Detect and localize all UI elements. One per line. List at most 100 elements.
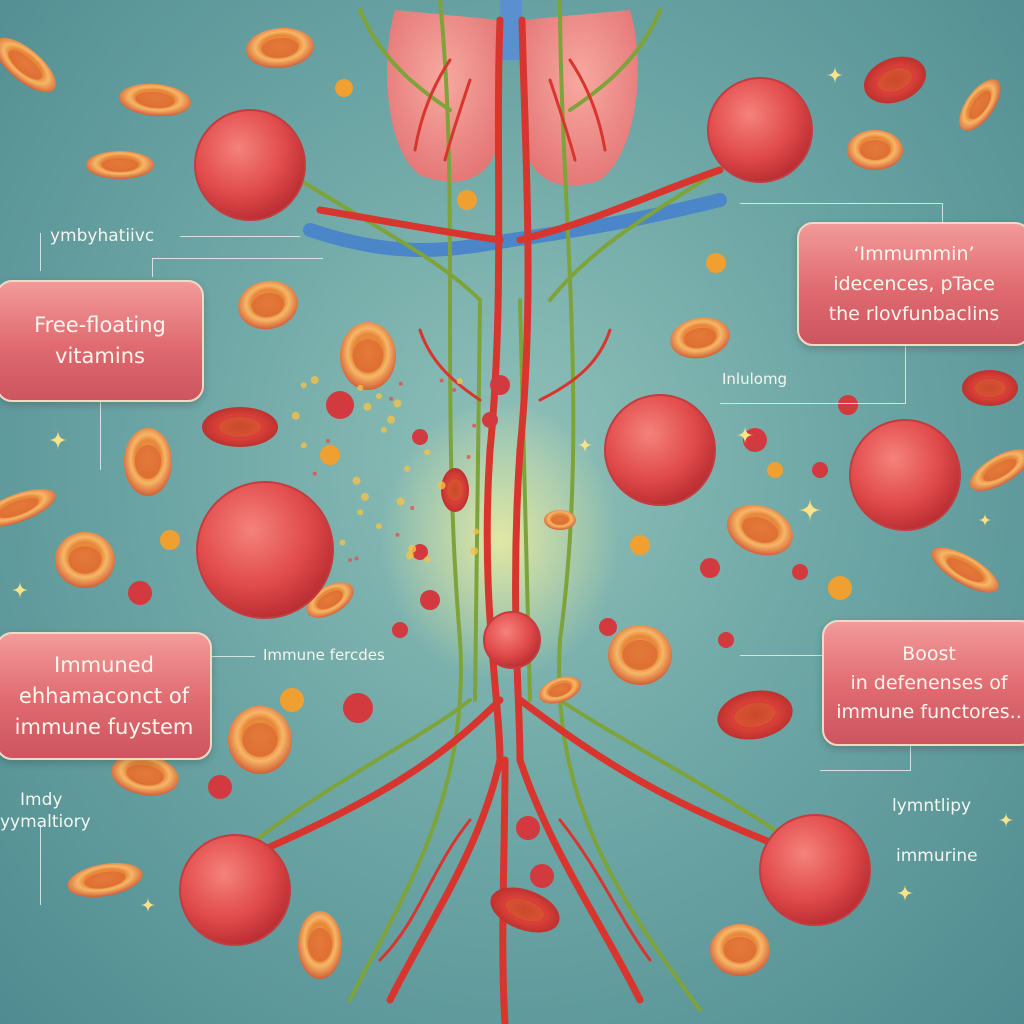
sparkle-icon <box>11 581 29 599</box>
vitamin-particle <box>325 438 330 443</box>
connector-line <box>152 258 323 277</box>
sparkle-icon <box>736 426 754 444</box>
vitamin-particle <box>516 816 540 840</box>
red-blood-cell-center <box>506 898 544 922</box>
vitamin-particle <box>389 396 394 401</box>
vitamin-particle <box>398 381 403 386</box>
red-blood-cell-center <box>68 546 102 574</box>
sparkle-icon <box>978 513 992 527</box>
vitamin-particle <box>380 426 387 433</box>
label-top-left: ymbyhatiivc <box>50 226 155 246</box>
vitamin-particle <box>363 402 372 411</box>
immummin-box: ‘Immummin’ idecences, pTace the rlovfunb… <box>797 222 1024 346</box>
vitamin-particle <box>320 445 340 465</box>
vitamin-particle <box>352 476 361 485</box>
vitamin-particle <box>700 558 720 578</box>
vitamin-particle <box>838 395 858 415</box>
red-blood-cell-center <box>968 90 992 120</box>
red-blood-cell-center <box>622 640 658 670</box>
sparkle-icon <box>798 498 822 522</box>
vitamin-particle <box>472 423 477 428</box>
vitamin-particle <box>412 429 428 445</box>
immune-cell <box>604 394 716 506</box>
vitamin-particle <box>392 622 408 638</box>
vitamin-particle <box>420 590 440 610</box>
vitamin-particle <box>291 411 300 420</box>
box-text: in defenenses of <box>850 671 1008 694</box>
vitamin-particle <box>312 471 317 476</box>
immune-cell <box>759 814 871 926</box>
connector-line <box>40 825 41 905</box>
vitamin-particle <box>300 382 307 389</box>
vitamin-particles <box>128 79 858 888</box>
sparkle-icon <box>826 66 844 84</box>
vitamin-particle <box>424 556 431 563</box>
vitamin-particle <box>457 190 477 210</box>
lungs <box>387 0 638 186</box>
vitamin-particle <box>439 378 444 383</box>
immune-cell <box>179 834 291 946</box>
vitamin-particle <box>208 775 232 799</box>
sparkle-icon <box>48 430 68 450</box>
immuned-enhancement-box: Immuned ehhamaconct of immune fuystem <box>0 632 212 760</box>
vitamin-particle <box>387 415 396 424</box>
vitamin-particle <box>630 535 650 555</box>
vitamin-particle <box>405 551 414 560</box>
red-blood-cell-center <box>946 557 984 583</box>
box-text: immune functores.. <box>836 700 1022 723</box>
immune-cell <box>194 109 306 221</box>
red-blood-cell-center <box>242 723 278 757</box>
glow <box>380 400 620 680</box>
vitamin-particle <box>437 481 446 490</box>
vitamin-particle <box>335 79 353 97</box>
vitamin-particle <box>743 428 767 452</box>
vitamin-particle <box>375 393 382 400</box>
vitamin-particle <box>326 391 354 419</box>
box-text: immune fuystem <box>14 714 194 739</box>
red-blood-cell-center <box>317 590 343 610</box>
immune-cell <box>196 481 334 619</box>
red-blood-cell-center <box>126 764 164 786</box>
vitamin-particle <box>280 688 304 712</box>
boost-defenses-box: Boost in defenenses of immune functores.… <box>822 620 1024 746</box>
immune-cell <box>483 611 541 669</box>
label-bottom-left-2: yymaltiory <box>0 812 91 832</box>
red-blood-cell-center <box>974 379 1006 397</box>
vitamin-particle <box>393 399 402 408</box>
red-blood-cell-center <box>261 37 299 59</box>
red-blood-cell-center <box>352 339 384 373</box>
red-blood-cell-center <box>734 702 776 728</box>
vitamin-particle <box>530 864 554 888</box>
red-blood-cell-center <box>135 91 175 109</box>
connector-line <box>100 400 101 470</box>
free-floating-vitamins-box: Free-floating vitamins <box>0 280 204 402</box>
vitamin-particle <box>718 632 734 648</box>
connector-line <box>820 745 911 771</box>
vitamin-particle <box>456 378 463 385</box>
vitamin-particle <box>310 376 319 385</box>
red-blood-cell-center <box>741 517 779 543</box>
sparkle-icon <box>140 897 156 913</box>
sparkle-icon <box>998 812 1014 828</box>
red-blood-cell-center <box>134 445 162 479</box>
vitamin-particle <box>452 387 457 392</box>
red-blood-cell-center <box>0 498 39 518</box>
red-blood-cell-center <box>219 417 261 437</box>
red-blood-cell-center <box>447 479 463 501</box>
red-blood-cells <box>0 27 1024 979</box>
red-blood-cell-center <box>101 158 139 172</box>
vitamin-particle <box>357 384 364 391</box>
vitamin-particle <box>767 462 783 478</box>
box-text: Immuned <box>54 652 154 677</box>
red-blood-cell-center <box>983 458 1017 482</box>
connector-line <box>740 203 943 224</box>
red-blood-cell-center <box>251 292 285 318</box>
red-blood-cell-center <box>859 140 891 160</box>
vitamin-particle <box>828 576 852 600</box>
vitamin-particle <box>375 523 382 530</box>
box-text: ‘Immummin’ <box>853 243 975 265</box>
connector-line <box>40 233 41 271</box>
red-blood-cell-center <box>307 928 333 962</box>
label-mid-right: Inlulomg <box>722 370 788 388</box>
